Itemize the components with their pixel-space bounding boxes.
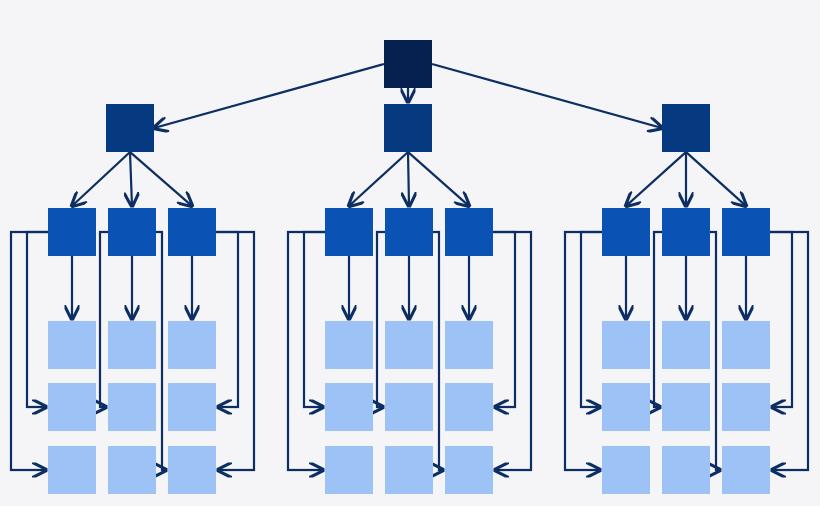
leaf-node-g3-c3-r3 <box>722 446 770 494</box>
edge-level1-1-to-level2-1 <box>72 151 131 206</box>
level2-node-g3-3 <box>722 208 770 256</box>
edge-level1-1-to-level2-3 <box>129 151 192 206</box>
leaf-node-g1-c3-r1 <box>168 321 216 369</box>
leaf-node-g1-c1-r2 <box>48 383 96 431</box>
edge-root-to-level1-3 <box>431 62 662 128</box>
leaf-node-g3-c3-r1 <box>722 321 770 369</box>
leaf-node-g2-c2-r3 <box>385 446 433 494</box>
edge-g1-child1-to-leaf-2 <box>25 230 48 407</box>
level1-node-2 <box>384 104 432 152</box>
edge-level1-3-to-level2-1 <box>626 151 687 206</box>
edge-g2-child3-to-leaf-2 <box>493 230 517 407</box>
edge-g2-child3-to-leaf-3 <box>493 230 533 470</box>
level2-node-g3-2 <box>662 208 710 256</box>
edge-g2-child2-to-leaf-3 <box>433 230 443 470</box>
edge-g2-child1-to-leaf-3 <box>286 230 325 470</box>
level2-node-g2-2 <box>385 208 433 256</box>
edge-g3-child2-to-leaf-2 <box>654 230 662 407</box>
leaf-node-g3-c2-r2 <box>662 383 710 431</box>
leaf-node-g2-c2-r2 <box>385 383 433 431</box>
edge-level1-2-to-level2-3 <box>407 151 469 206</box>
leaf-node-g2-c3-r2 <box>445 383 493 431</box>
nodes-layer <box>48 40 770 494</box>
edge-root-to-level1-1 <box>154 62 385 128</box>
edge-g1-child3-to-leaf-3 <box>216 230 256 470</box>
edge-g1-child2-to-leaf-2 <box>100 230 108 407</box>
edge-level1-3-to-level2-3 <box>685 151 746 206</box>
leaf-node-g3-c2-r1 <box>662 321 710 369</box>
leaf-node-g2-c3-r1 <box>445 321 493 369</box>
edge-g2-child2-to-leaf-2 <box>377 230 385 407</box>
level2-node-g1-2 <box>108 208 156 256</box>
edge-g1-child2-to-leaf-3 <box>156 230 166 470</box>
edge-level1-2-to-level2-2 <box>408 151 409 206</box>
level2-node-g1-3 <box>168 208 216 256</box>
level2-node-g2-3 <box>445 208 493 256</box>
leaf-node-g3-c3-r2 <box>722 383 770 431</box>
root-node <box>384 40 432 88</box>
level2-node-g2-1 <box>325 208 373 256</box>
leaf-node-g2-c1-r2 <box>325 383 373 431</box>
level1-node-1 <box>106 104 154 152</box>
edge-g2-child1-to-leaf-2 <box>302 230 325 407</box>
leaf-node-g2-c3-r3 <box>445 446 493 494</box>
leaf-node-g1-c3-r3 <box>168 446 216 494</box>
edge-g1-child1-to-leaf-3 <box>9 230 48 470</box>
leaf-node-g3-c1-r1 <box>602 321 650 369</box>
edge-g3-child3-to-leaf-2 <box>770 230 794 407</box>
edge-level1-2-to-level2-1 <box>349 151 409 206</box>
level1-node-3 <box>662 104 710 152</box>
edge-g3-child2-to-leaf-3 <box>710 230 720 470</box>
leaf-node-g2-c1-r1 <box>325 321 373 369</box>
level2-node-g3-1 <box>602 208 650 256</box>
leaf-node-g1-c2-r2 <box>108 383 156 431</box>
leaf-node-g3-c1-r3 <box>602 446 650 494</box>
leaf-node-g1-c2-r3 <box>108 446 156 494</box>
leaf-node-g1-c1-r1 <box>48 321 96 369</box>
leaf-node-g1-c3-r2 <box>168 383 216 431</box>
edge-level1-1-to-level2-2 <box>130 151 132 206</box>
edge-g1-child3-to-leaf-2 <box>216 230 240 407</box>
level2-node-g1-1 <box>48 208 96 256</box>
leaf-node-g2-c2-r1 <box>385 321 433 369</box>
leaf-node-g2-c1-r3 <box>325 446 373 494</box>
edge-g3-child1-to-leaf-3 <box>563 230 602 470</box>
edge-g3-child1-to-leaf-2 <box>579 230 602 407</box>
leaf-node-g3-c1-r2 <box>602 383 650 431</box>
leaf-node-g1-c1-r3 <box>48 446 96 494</box>
edge-g3-child3-to-leaf-3 <box>770 230 810 470</box>
leaf-node-g1-c2-r1 <box>108 321 156 369</box>
leaf-node-g3-c2-r3 <box>662 446 710 494</box>
edges-layer <box>9 62 810 470</box>
